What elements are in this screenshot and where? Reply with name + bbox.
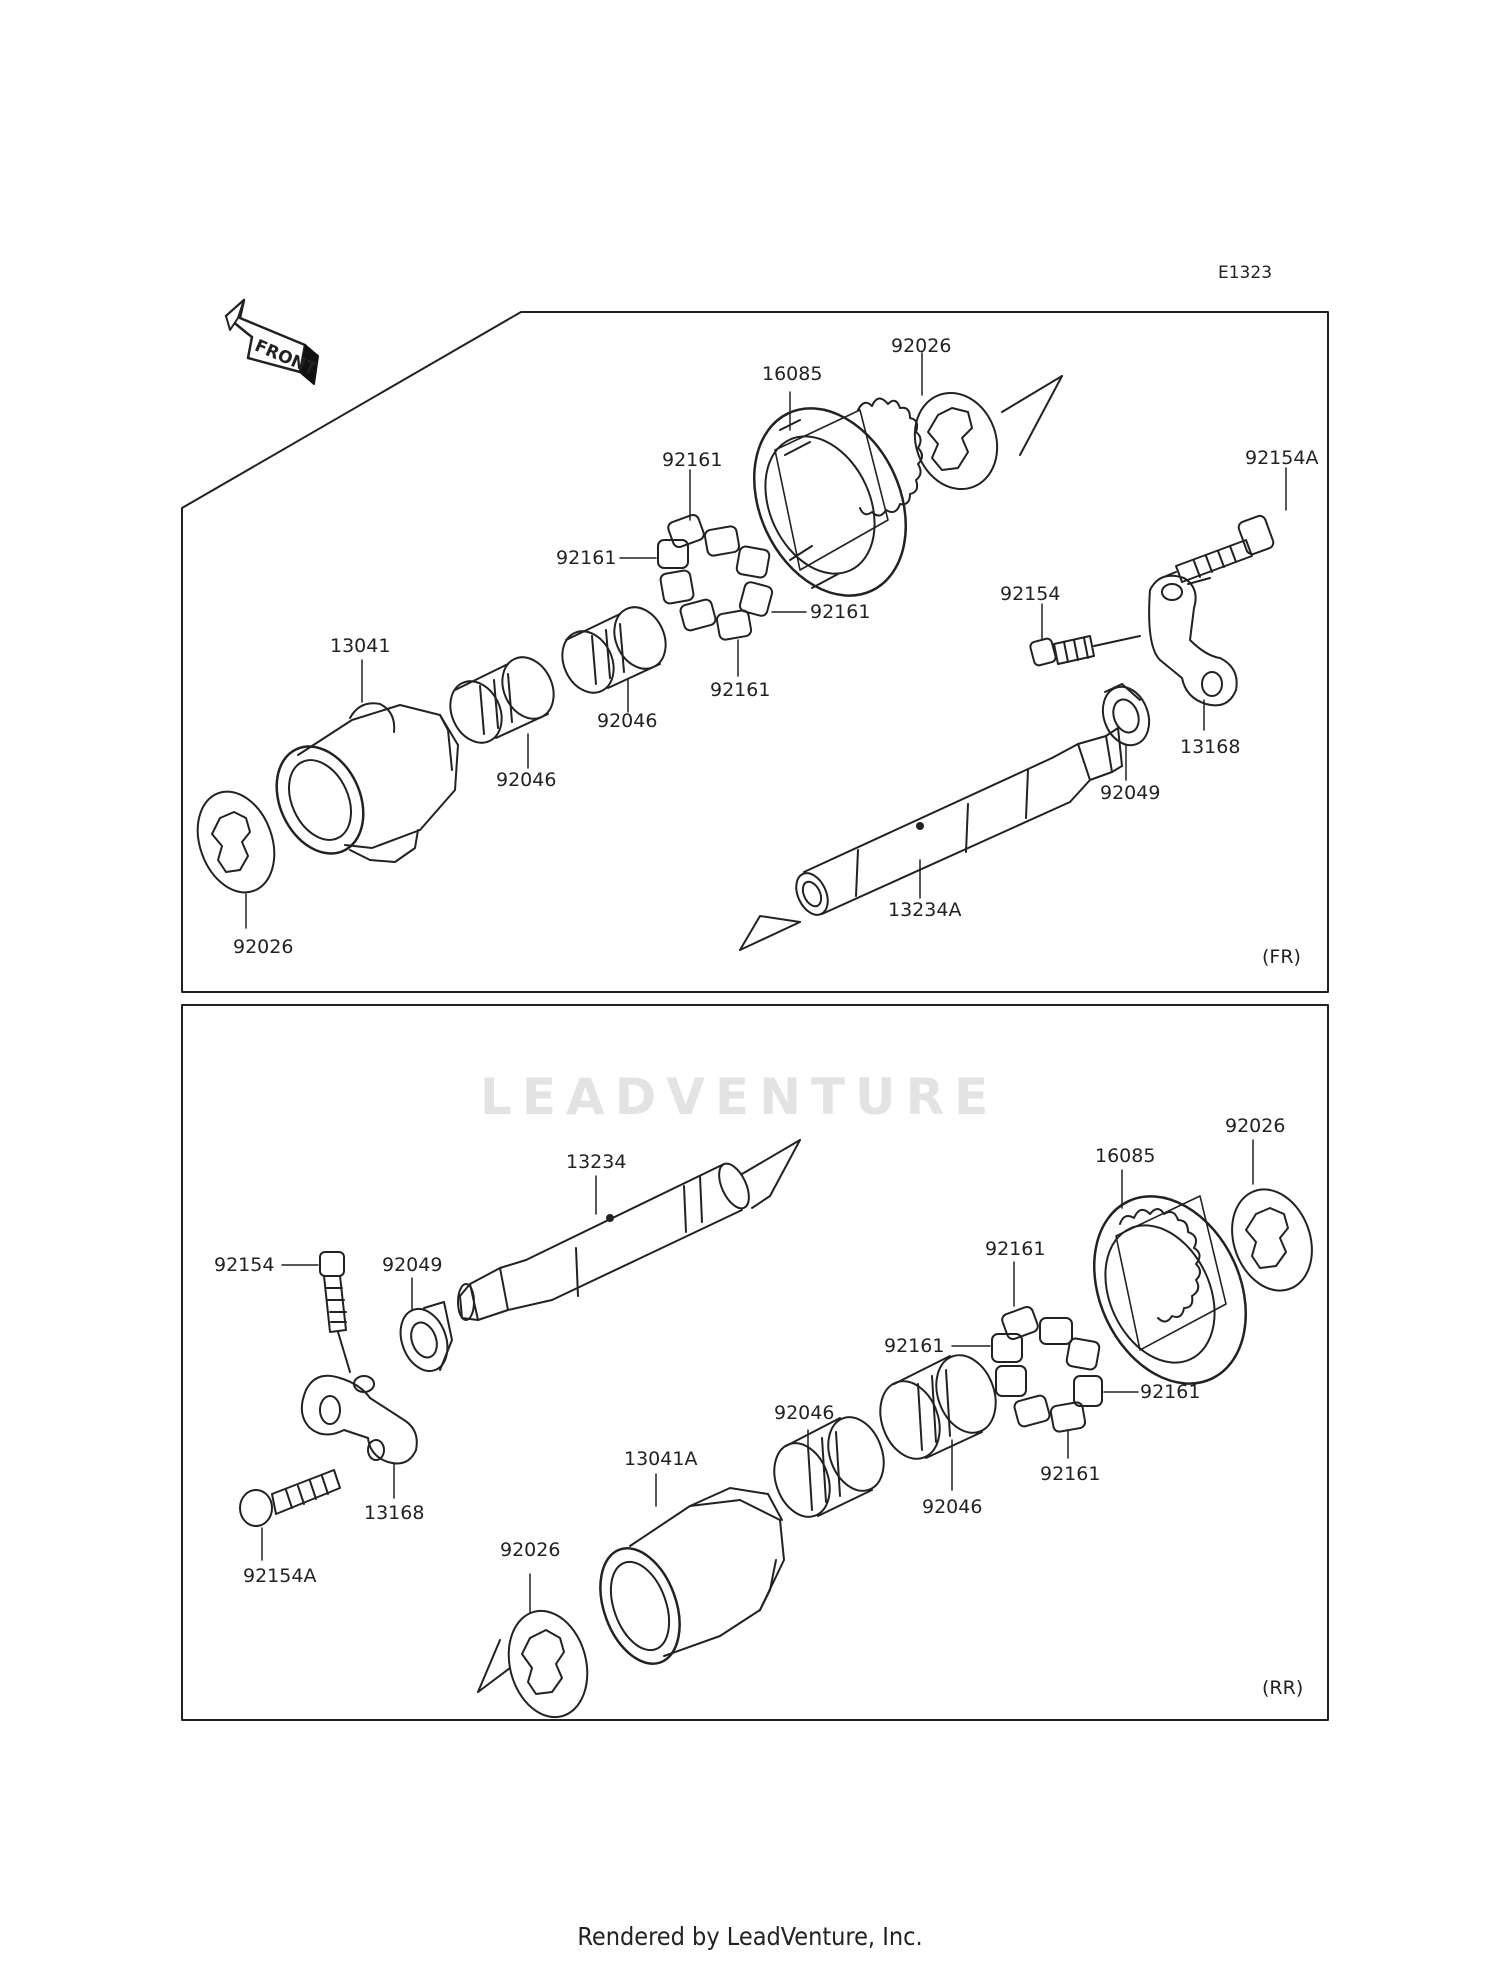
footer-credit: Rendered by LeadVenture, Inc. xyxy=(577,1922,923,1951)
rr-washer-top xyxy=(1231,1188,1313,1292)
panel-fr-border xyxy=(181,311,1329,993)
part-label-92161[interactable]: 92161 xyxy=(1040,1463,1101,1485)
fr-roller-segments xyxy=(657,514,774,641)
part-label-92161[interactable]: 92161 xyxy=(662,449,723,471)
watermark-text: LEADVENTURE xyxy=(480,1068,999,1126)
rr-roller-segments xyxy=(991,1306,1103,1433)
part-label-92154A[interactable]: 92154A xyxy=(243,1565,317,1587)
fr-bolt-short xyxy=(1029,635,1141,667)
part-label-92026[interactable]: 92026 xyxy=(891,335,952,357)
part-label-92046[interactable]: 92046 xyxy=(774,1402,835,1424)
diagram-code: E1323 xyxy=(1218,263,1273,283)
fr-needle-bearing-2 xyxy=(561,606,667,694)
part-label-92049[interactable]: 92049 xyxy=(382,1254,443,1276)
part-label-92161[interactable]: 92161 xyxy=(985,1238,1046,1260)
part-label-92049[interactable]: 92049 xyxy=(1100,782,1161,804)
part-label-13168[interactable]: 13168 xyxy=(364,1502,425,1524)
part-label-13234A[interactable]: 13234A xyxy=(888,899,962,921)
part-label-92026[interactable]: 92026 xyxy=(500,1539,561,1561)
fr-washer-top xyxy=(913,375,1063,491)
fr-ball-bearing xyxy=(1101,683,1151,747)
rr-shaft xyxy=(457,1139,801,1321)
fr-arm xyxy=(1148,574,1238,707)
part-label-92161[interactable]: 92161 xyxy=(710,679,771,701)
rr-needle-bearing-1 xyxy=(773,1416,885,1518)
part-label-92154[interactable]: 92154 xyxy=(1000,583,1061,605)
fr-shaft xyxy=(739,727,1123,951)
fr-gear xyxy=(752,397,923,597)
part-label-92154A[interactable]: 92154A xyxy=(1245,447,1319,469)
rr-washer-bottom xyxy=(477,1609,589,1719)
part-label-92161[interactable]: 92161 xyxy=(810,601,871,623)
part-label-13041[interactable]: 13041 xyxy=(330,635,391,657)
fr-bolt-long xyxy=(1165,514,1275,583)
front-arrow-icon: FRONT xyxy=(224,298,320,385)
rr-bolt-vertical xyxy=(319,1251,351,1373)
rr-housing xyxy=(599,1487,785,1665)
rr-arm xyxy=(300,1374,418,1465)
part-label-92161[interactable]: 92161 xyxy=(1140,1381,1201,1403)
rr-gear xyxy=(1092,1195,1248,1385)
fr-needle-bearing-1 xyxy=(449,656,555,744)
fr-leader-lines xyxy=(245,352,1287,929)
part-label-13168[interactable]: 13168 xyxy=(1180,736,1241,758)
part-label-13041A[interactable]: 13041A xyxy=(624,1448,698,1470)
part-label-92046[interactable]: 92046 xyxy=(496,769,557,791)
part-label-92046[interactable]: 92046 xyxy=(597,710,658,732)
fr-housing xyxy=(275,702,459,863)
panel-tag-fr: (FR) xyxy=(1262,946,1301,968)
rr-ball-bearing xyxy=(399,1301,453,1372)
part-label-16085[interactable]: 16085 xyxy=(762,363,823,385)
part-label-13234[interactable]: 13234 xyxy=(566,1151,627,1173)
fr-washer-bottom xyxy=(196,790,276,894)
part-label-92046[interactable]: 92046 xyxy=(922,1496,983,1518)
rr-leader-lines xyxy=(261,1139,1254,1613)
part-label-92161[interactable]: 92161 xyxy=(556,547,617,569)
panel-tag-rr: (RR) xyxy=(1262,1677,1304,1699)
rr-bolt-long xyxy=(239,1469,341,1527)
part-label-92154[interactable]: 92154 xyxy=(214,1254,275,1276)
part-label-92026[interactable]: 92026 xyxy=(1225,1115,1286,1137)
part-label-92161[interactable]: 92161 xyxy=(884,1335,945,1357)
part-label-16085[interactable]: 16085 xyxy=(1095,1145,1156,1167)
part-label-92026[interactable]: 92026 xyxy=(233,936,294,958)
panel-rr-border xyxy=(181,1004,1329,1721)
rr-needle-bearing-2 xyxy=(879,1354,997,1460)
